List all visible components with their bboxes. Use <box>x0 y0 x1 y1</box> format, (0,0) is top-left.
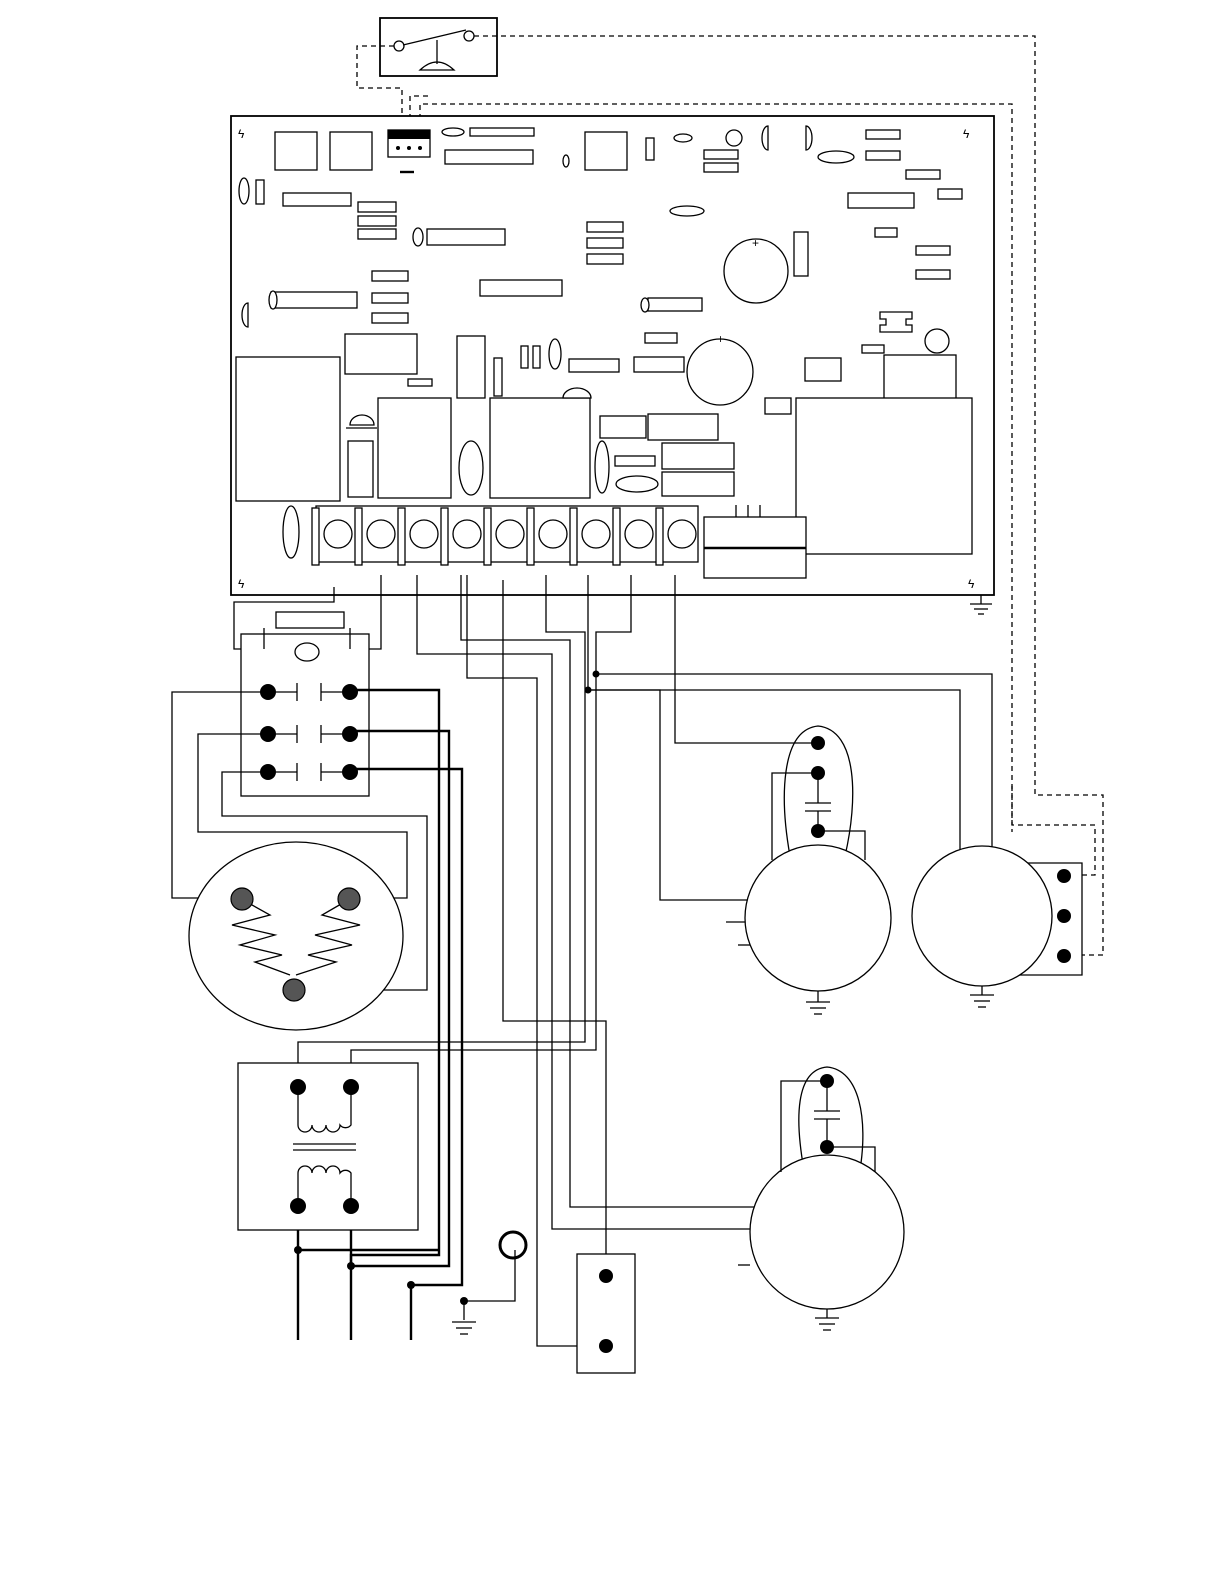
terminal-screw <box>582 520 610 548</box>
terminal-screw <box>367 520 395 548</box>
terminal-screw <box>410 520 438 548</box>
capacitor-start-motor-lower <box>738 1067 904 1330</box>
terminal-separator <box>398 508 405 565</box>
contactor-relay <box>241 612 369 796</box>
ground-symbol-icon <box>815 1318 839 1330</box>
capacitor-icon <box>805 776 831 830</box>
terminal-separator <box>570 508 577 565</box>
terminal-screw <box>625 520 653 548</box>
terminal-separator <box>484 508 491 565</box>
terminal-separator <box>527 508 534 565</box>
terminal-screw <box>668 520 696 548</box>
ground-symbol-icon <box>452 1322 476 1334</box>
terminal-separator <box>656 508 663 565</box>
corner-mark-icon: ϟ <box>238 577 245 591</box>
terminal-screw <box>496 520 524 548</box>
corner-mark-icon: ϟ <box>238 127 245 141</box>
relay-contact-right <box>342 726 358 742</box>
corner-mark-icon: ϟ <box>963 127 970 141</box>
ground-symbol-icon <box>970 995 994 1007</box>
board-terminal-strip <box>312 506 698 565</box>
ground-symbol-icon <box>806 1002 830 1014</box>
control-transformer <box>238 1063 418 1230</box>
terminal-screw <box>453 520 481 548</box>
terminal-separator <box>355 508 362 565</box>
relay-contact-right <box>342 684 358 700</box>
two-terminal-switch-block <box>577 1254 635 1373</box>
svg-text:+: + <box>717 332 724 346</box>
terminal-separator <box>441 508 448 565</box>
thermal-limit-switch <box>380 18 497 76</box>
capacitor-start-motor-upper <box>726 726 891 1014</box>
auxiliary-motor-right <box>912 846 1082 1007</box>
heating-element <box>189 842 403 1030</box>
capacitor-icon <box>814 1084 840 1146</box>
terminal-separator <box>613 508 620 565</box>
ground-symbol-icon <box>970 595 992 614</box>
terminal-screw <box>324 520 352 548</box>
svg-text:+: + <box>752 236 759 250</box>
terminal-screw <box>539 520 567 548</box>
relay-contact-right <box>342 764 358 780</box>
terminal-separator <box>312 508 319 565</box>
corner-mark-icon: ϟ <box>968 577 975 591</box>
